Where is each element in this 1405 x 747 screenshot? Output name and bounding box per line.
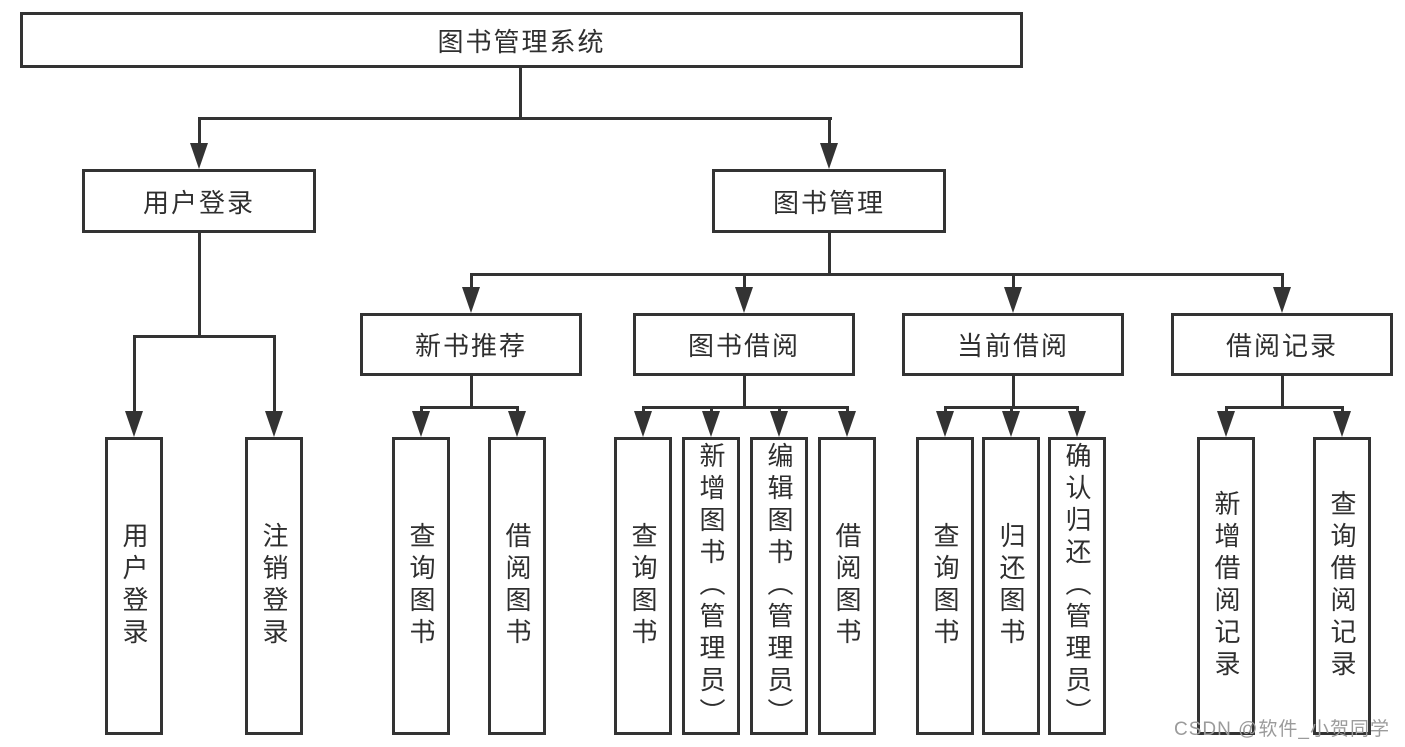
connector-line [642, 406, 849, 409]
node-book-borrow: 图书借阅 [633, 313, 855, 376]
leaf-query-books-1: 查询图书 [392, 437, 450, 735]
arrow-down-icon [735, 287, 753, 313]
connector-line [470, 273, 1284, 276]
arrow-down-icon [1333, 411, 1351, 437]
leaf-add-borrow-record: 新增借阅记录 [1197, 437, 1255, 735]
arrow-down-icon [462, 287, 480, 313]
leaf-add-borrow-record-label: 新增借阅记录 [1211, 490, 1241, 682]
node-user-login: 用户登录 [82, 169, 316, 233]
connector-line [1012, 275, 1015, 289]
leaf-user-login-label: 用户登录 [119, 522, 149, 650]
node-user-login-label: 用户登录 [142, 187, 255, 218]
node-book-borrow-label: 图书借阅 [687, 331, 800, 361]
connector-line [198, 233, 201, 337]
arrow-down-icon [634, 411, 652, 437]
node-root-label: 图书管理系统 [437, 26, 606, 57]
arrow-down-icon [770, 411, 788, 437]
leaf-query-borrow-record-label: 查询借阅记录 [1327, 490, 1357, 682]
leaf-borrow-books-2: 借阅图书 [818, 437, 876, 735]
leaf-add-books-admin: 新增图书（管理员） [682, 437, 740, 735]
connector-line [133, 337, 136, 413]
leaf-query-books-3-label: 查询图书 [930, 522, 960, 650]
connector-line [470, 376, 473, 407]
arrow-down-icon [265, 411, 283, 437]
arrow-down-icon [838, 411, 856, 437]
connector-line [828, 233, 831, 274]
node-new-book-recommend: 新书推荐 [360, 313, 582, 376]
connector-line [743, 376, 746, 407]
connector-line [273, 337, 276, 413]
arrow-down-icon [190, 143, 208, 169]
arrow-down-icon [1068, 411, 1086, 437]
connector-line [743, 275, 746, 289]
leaf-return-books: 归还图书 [982, 437, 1040, 735]
leaf-confirm-return-admin: 确认归还（管理员） [1048, 437, 1106, 735]
connector-line [1012, 376, 1015, 407]
leaf-borrow-books-2-label: 借阅图书 [832, 522, 862, 650]
leaf-query-books-2-label: 查询图书 [628, 522, 658, 650]
leaf-add-books-admin-label: 新增图书（管理员） [696, 442, 726, 730]
arrow-down-icon [1217, 411, 1235, 437]
connector-line [420, 406, 519, 409]
leaf-logout-label: 注销登录 [259, 522, 289, 650]
arrow-down-icon [412, 411, 430, 437]
node-borrow-records-label: 借阅记录 [1225, 331, 1338, 361]
arrow-down-icon [125, 411, 143, 437]
arrow-down-icon [820, 143, 838, 169]
connector-line [519, 68, 522, 119]
leaf-return-books-label: 归还图书 [996, 522, 1026, 650]
node-new-book-recommend-label: 新书推荐 [414, 331, 527, 361]
arrow-down-icon [1002, 411, 1020, 437]
arrow-down-icon [936, 411, 954, 437]
arrow-down-icon [702, 411, 720, 437]
leaf-edit-books-admin: 编辑图书（管理员） [750, 437, 808, 735]
leaf-query-books-3: 查询图书 [916, 437, 974, 735]
watermark: CSDN @软件_小贺同学 [1174, 719, 1390, 740]
leaf-borrow-books-1: 借阅图书 [488, 437, 546, 735]
leaf-logout: 注销登录 [245, 437, 303, 735]
leaf-query-books-2: 查询图书 [614, 437, 672, 735]
node-current-borrow: 当前借阅 [902, 313, 1124, 376]
connector-line [1281, 275, 1284, 289]
arrow-down-icon [508, 411, 526, 437]
connector-line [198, 117, 832, 120]
connector-line [133, 335, 276, 338]
arrow-down-icon [1004, 287, 1022, 313]
node-book-management-label: 图书管理 [772, 187, 885, 218]
arrow-down-icon [1273, 287, 1291, 313]
leaf-borrow-books-1-label: 借阅图书 [502, 522, 532, 650]
leaf-user-login: 用户登录 [105, 437, 163, 735]
leaf-edit-books-admin-label: 编辑图书（管理员） [764, 442, 794, 730]
connector-line [828, 119, 831, 149]
node-root: 图书管理系统 [20, 12, 1023, 68]
connector-line [198, 119, 201, 149]
leaf-query-borrow-record: 查询借阅记录 [1313, 437, 1371, 735]
node-book-management: 图书管理 [712, 169, 946, 233]
connector-line [470, 275, 473, 289]
connector-line [1225, 406, 1344, 409]
node-borrow-records: 借阅记录 [1171, 313, 1393, 376]
leaf-confirm-return-admin-label: 确认归还（管理员） [1062, 442, 1092, 730]
node-current-borrow-label: 当前借阅 [956, 331, 1069, 361]
leaf-query-books-1-label: 查询图书 [406, 522, 436, 650]
connector-line [1281, 376, 1284, 407]
